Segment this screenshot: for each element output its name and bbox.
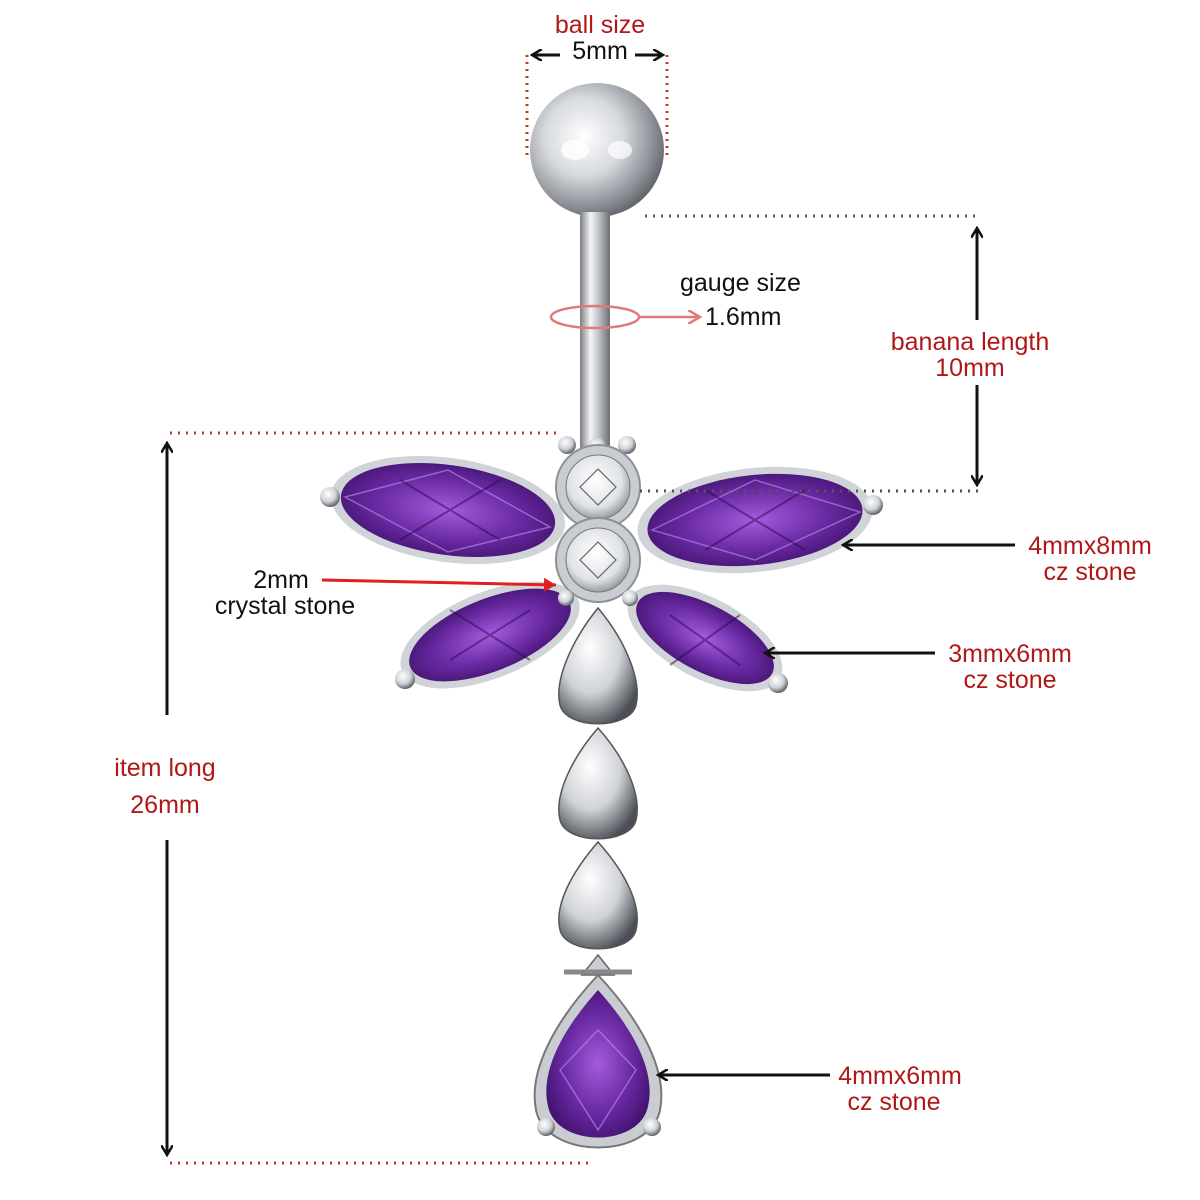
wing-right-upper (637, 466, 883, 574)
tail-beads (558, 606, 638, 976)
gauge-size-title: gauge size (680, 269, 801, 297)
ball-size-label: ball size 5mm (530, 12, 670, 64)
top-ball (530, 83, 664, 217)
item-long-title: item long (114, 754, 216, 782)
crystal-body (555, 436, 641, 606)
stone-drop-size: 4mmx6mm (838, 1062, 962, 1090)
belly-ring (320, 83, 883, 1149)
wing-left-lower (395, 581, 580, 689)
stone-small-size: 3mmx6mm (948, 640, 1072, 668)
banana-length-title: banana length (890, 328, 1050, 356)
stone-small-label: 3mmx6mm cz stone (935, 641, 1085, 693)
item-long-label: item long 26mm (90, 750, 240, 824)
teardrop-stone (533, 973, 663, 1149)
item-long-dimension (167, 431, 590, 1165)
ball-size-title: ball size (554, 11, 646, 39)
crystal-stone-label: 2mm crystal stone (200, 567, 370, 619)
stone-large-label: 4mmx8mm cz stone (1015, 533, 1165, 585)
gauge-size-value: 1.6mm (705, 303, 782, 331)
gauge-size-label: gauge size 1.6mm (680, 270, 801, 330)
crystal-stone-title: crystal stone (214, 592, 356, 620)
item-long-value: 26mm (130, 791, 200, 819)
banana-length-dimension (640, 214, 978, 493)
stone-large-size: 4mmx8mm (1028, 532, 1152, 560)
stone-large-title: cz stone (1043, 558, 1137, 586)
ball-size-dimension (525, 55, 669, 155)
banana-length-value: 10mm (935, 354, 1005, 382)
crystal-stone-arrow (321, 577, 557, 592)
crystal-stone (565, 527, 631, 593)
stone-drop-label: 4mmx6mm cz stone (825, 1063, 975, 1115)
wing-left-upper (320, 455, 566, 565)
banana-bar (580, 212, 610, 457)
ball-size-value: 5mm (572, 37, 628, 65)
gauge-size-dimension (549, 304, 700, 330)
crystal-stone-size: 2mm (253, 566, 309, 594)
banana-length-label: banana length 10mm (875, 329, 1065, 381)
wing-right-lower (627, 584, 788, 693)
stone-drop-title: cz stone (847, 1088, 941, 1116)
stone-small-title: cz stone (963, 666, 1057, 694)
